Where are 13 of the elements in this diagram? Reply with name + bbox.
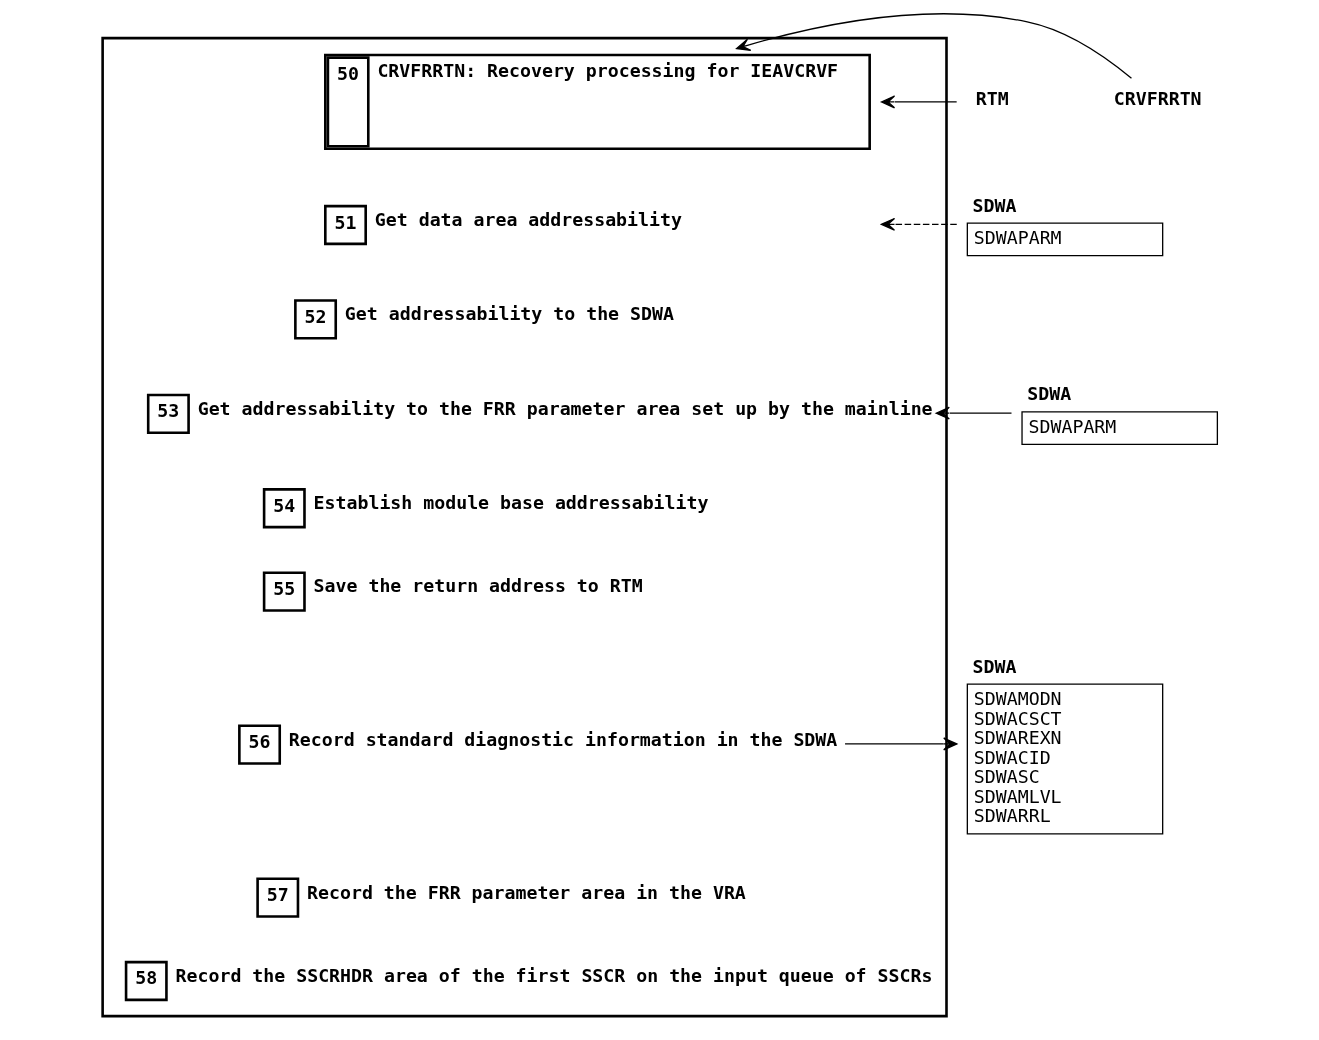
node-label: Get addressability to the SDWA [344, 303, 674, 325]
node-label: Record the FRR parameter area in the VRA [306, 881, 746, 903]
node-label: Record the SSCRHDR area of the first SSCR on the input queue of SSCRs [175, 964, 932, 986]
node-label: SDWA [1026, 383, 1071, 405]
node-label: SDWA [972, 194, 1016, 216]
node-text: RTM [975, 88, 1009, 110]
node-label: Record standard diagnostic information in the SDWA [288, 728, 837, 750]
node-label: Establish module base addressability [313, 492, 708, 514]
node-label: Get addressability to the FRR parameter area set up by the mainline [197, 397, 933, 419]
node-label: Get data area addressability [374, 208, 682, 230]
node-label: Save the return address to RTM [313, 575, 643, 597]
node-label: SDWA [972, 655, 1016, 677]
node-text: CRVFRRTN [1113, 88, 1202, 110]
